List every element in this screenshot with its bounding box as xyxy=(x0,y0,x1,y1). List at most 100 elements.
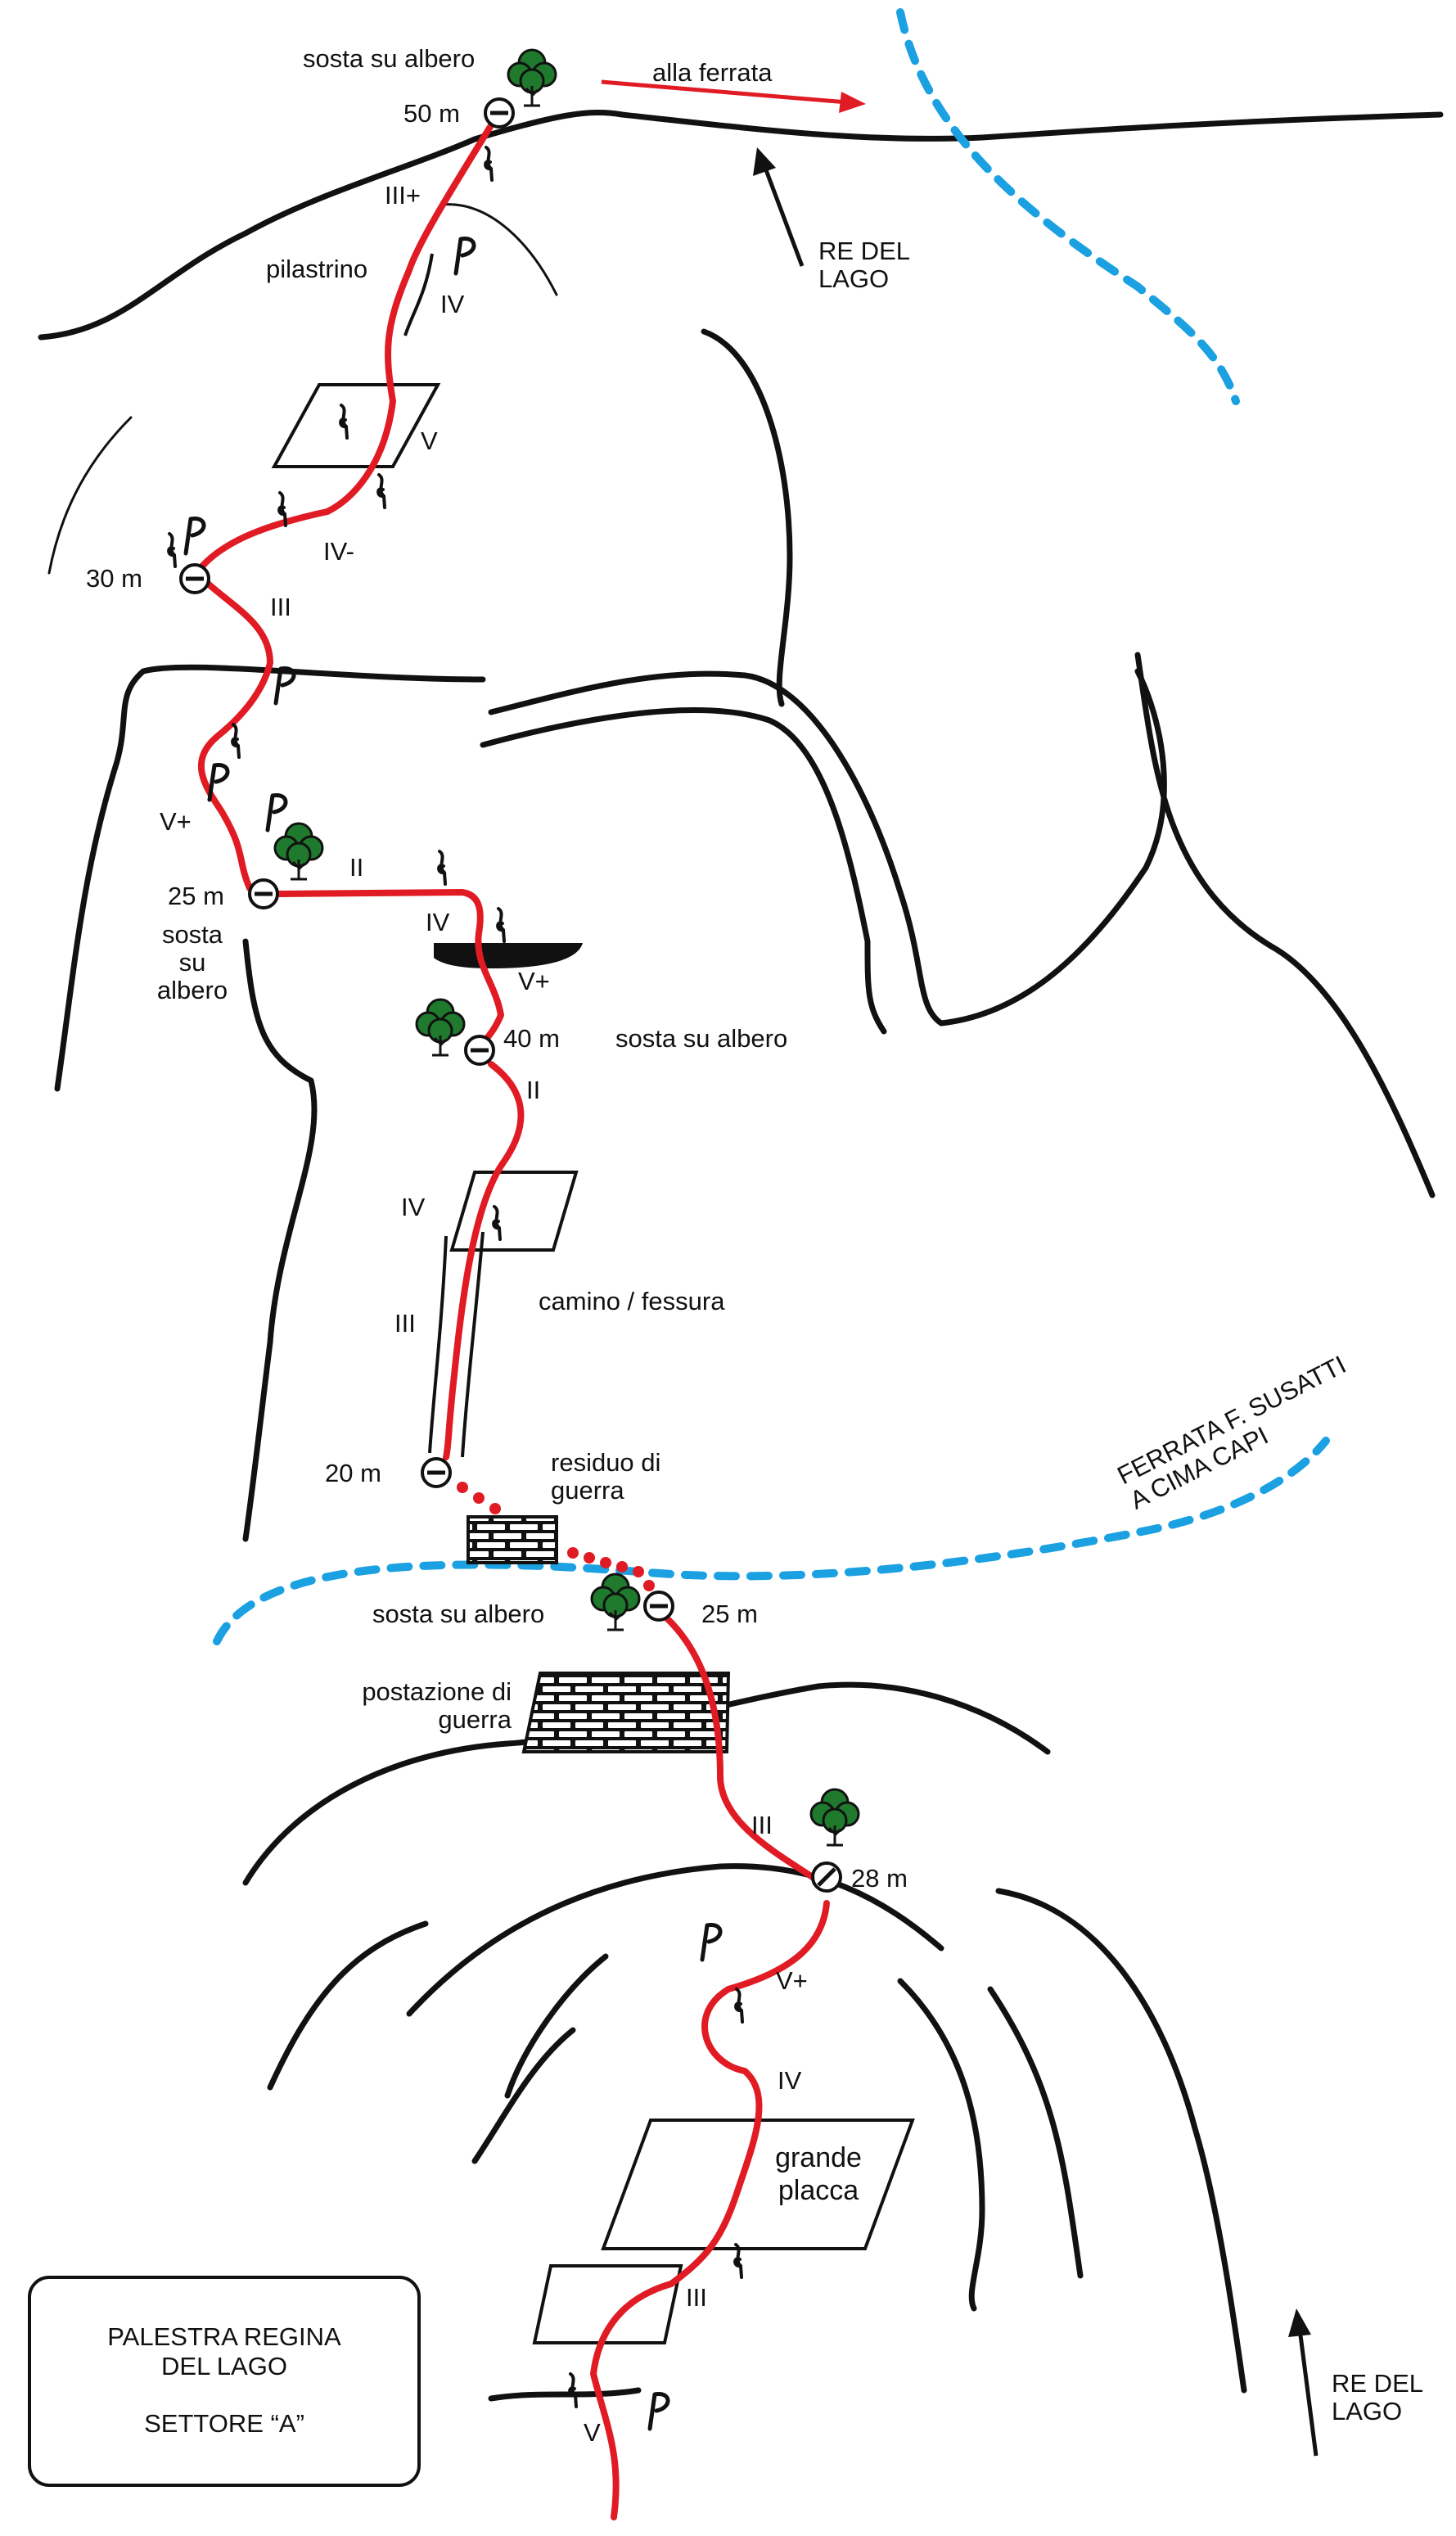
belay-icon-25m-upper xyxy=(250,880,277,908)
tree-icon-28m xyxy=(809,1788,860,1847)
grade-label: II xyxy=(349,853,364,882)
grade-label: III+ xyxy=(385,181,421,210)
grande-placca-box xyxy=(601,2119,915,2250)
label-camino-fessura: camino / fessura xyxy=(539,1287,725,1315)
arrow-re-del-lago-top xyxy=(753,147,805,267)
climbing-route xyxy=(193,120,830,2520)
ferrata-top-dashed-path xyxy=(896,8,1240,405)
slab-camino-box xyxy=(449,1171,579,1252)
rock-edge-lower-right-1 xyxy=(897,1978,985,2312)
tree-icon-25m-upper xyxy=(273,822,324,881)
route-lower xyxy=(664,1615,824,1886)
belay-icon-28m xyxy=(811,1861,842,1893)
grade-label: V xyxy=(421,426,438,455)
label-sosta-su-albero-40m: sosta su albero xyxy=(615,1024,788,1053)
belay-icon-40m xyxy=(466,1036,494,1064)
rock-edge-upper-right xyxy=(701,328,793,707)
belay-icon-20m xyxy=(422,1459,450,1487)
grade-label: V+ xyxy=(518,967,550,995)
belay-icon-25m-lower xyxy=(645,1592,673,1620)
grade-label: IV- xyxy=(323,537,354,566)
chimney-lines xyxy=(403,253,485,1458)
ferrata-susatti-dashed-path xyxy=(213,1437,1330,1645)
title-line-3: SETTORE “A” xyxy=(144,2409,304,2438)
sector-title-box: PALESTRA REGINA DEL LAGO SETTORE “A” xyxy=(28,2276,421,2487)
rock-edge-lower-right-2 xyxy=(987,1986,1084,2279)
label-sosta-su-albero-top: sosta su albero xyxy=(303,44,476,73)
rock-edge-left-thin-1 xyxy=(47,416,133,575)
nut-icon xyxy=(339,404,349,440)
nut-icon xyxy=(167,532,177,568)
belay-label-25m-lower: 25 m xyxy=(701,1600,758,1628)
ferrata-lines xyxy=(213,8,1330,1645)
residuo-di-guerra-wall xyxy=(467,1515,558,1564)
rock-edge-center-long xyxy=(480,707,887,1035)
route-traverse xyxy=(275,889,504,1055)
nut-icon xyxy=(437,850,447,886)
label-alla-ferrata: alla ferrata xyxy=(652,58,773,87)
grade-label: V xyxy=(584,2418,601,2447)
label-re-del-lago-bottom: RE DEL LAGO xyxy=(1332,2369,1423,2425)
tree-icon-top xyxy=(507,48,557,107)
postazione-di-guerra-wall xyxy=(521,1672,731,1753)
belay-label-25m-upper: 25 m xyxy=(168,882,224,910)
rock-edge-inner-1 xyxy=(504,1953,609,2099)
label-pilastrino: pilastrino xyxy=(266,255,368,283)
label-postazione-di-guerra: postazione di guerra xyxy=(362,1677,512,1734)
nut-icon xyxy=(734,1988,744,2024)
nut-icon xyxy=(231,723,241,759)
grade-label: II xyxy=(526,1076,541,1104)
rock-edge-dome xyxy=(406,1863,944,2017)
rock-edge-center-left xyxy=(242,938,318,1542)
nut-icon xyxy=(376,473,386,509)
arrow-alla-ferrata xyxy=(601,79,866,113)
nut-icon xyxy=(568,2372,578,2408)
rock-edge-lower-left xyxy=(267,1920,429,2091)
belay-label-50m: 50 m xyxy=(403,99,460,128)
route-upper-section xyxy=(193,120,496,891)
slab-small-box xyxy=(532,2264,683,2344)
peg-icon xyxy=(650,2394,668,2429)
rock-edge-upper-left xyxy=(54,664,486,1092)
peg-icon xyxy=(186,518,204,553)
grade-label: IV xyxy=(440,290,465,318)
rock-edge-lower-right-3 xyxy=(995,1888,1247,2394)
belay-label-40m: 40 m xyxy=(503,1024,560,1053)
belay-label-30m: 30 m xyxy=(86,564,142,593)
slab-boxes xyxy=(271,383,915,2344)
rock-edge-right-lower xyxy=(1134,652,1436,1198)
nut-icon xyxy=(484,146,494,182)
grade-label: III xyxy=(270,593,291,621)
rock-edge-left-thin-2 xyxy=(440,203,558,296)
grade-label: IV xyxy=(401,1193,426,1221)
grade-label: IV xyxy=(426,908,450,936)
belay-label-28m: 28 m xyxy=(851,1864,908,1893)
grade-label: V+ xyxy=(776,1966,808,1995)
label-sosta-su-albero-25m: sosta su albero xyxy=(156,920,228,1004)
label-grande-placca: grande placca xyxy=(775,2142,862,2206)
label-sosta-su-albero-lower: sosta su albero xyxy=(372,1600,545,1628)
belay-icon-50m xyxy=(485,99,513,127)
belay-icon-30m xyxy=(181,565,209,593)
grade-label: V+ xyxy=(160,807,192,836)
nut-icon xyxy=(492,1205,502,1241)
arrow-re-del-lago-bottom xyxy=(1288,2308,1319,2457)
grade-label: IV xyxy=(778,2066,802,2095)
rock-edge-inner-2 xyxy=(471,2027,576,2164)
route-bottom xyxy=(590,1900,830,2520)
title-line-1: PALESTRA REGINA xyxy=(107,2322,341,2351)
rock-edge-bottom xyxy=(488,2387,642,2402)
label-residuo-di-guerra: residuo di guerra xyxy=(551,1448,661,1505)
slab-upper-box xyxy=(271,383,441,468)
grade-label: III xyxy=(751,1811,773,1839)
rock-edge-middle xyxy=(488,668,1167,1027)
route-camino xyxy=(443,1061,525,1460)
tree-icon-40m xyxy=(415,998,466,1057)
tree-icon-lower xyxy=(590,1573,641,1631)
peg-icon xyxy=(702,1925,720,1960)
belay-label-20m: 20 m xyxy=(325,1459,381,1487)
label-re-del-lago-top: RE DEL LAGO xyxy=(818,237,910,293)
title-line-2: DEL LAGO xyxy=(161,2352,287,2380)
grade-label: III xyxy=(686,2283,707,2312)
